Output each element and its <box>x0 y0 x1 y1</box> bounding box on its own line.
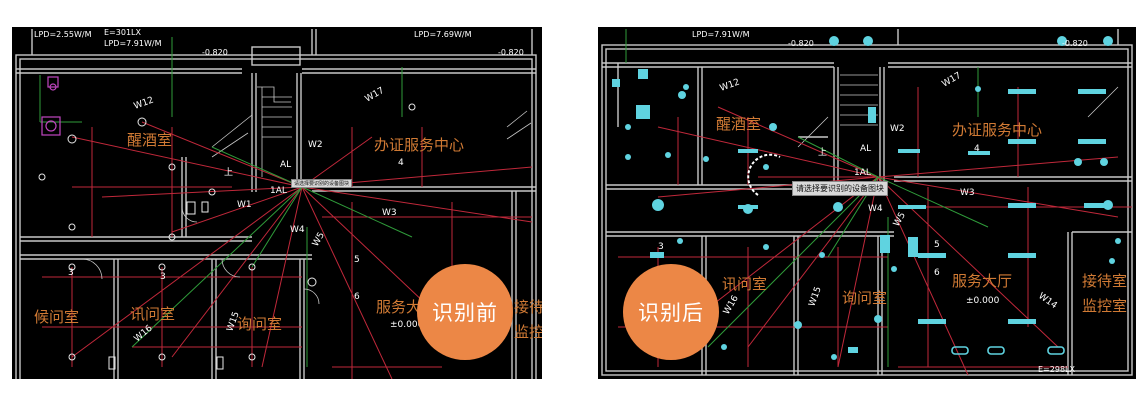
stairs <box>211 86 532 177</box>
panel-label: 1AL <box>854 168 871 178</box>
before-floorplan: LPD=2.55W/M E=301LX LPD=7.91W/M LPD=7.69… <box>15 28 542 379</box>
count-5: 5 <box>934 240 940 250</box>
circuit-w2: W2 <box>890 124 905 134</box>
room-service-hall: 服务大 <box>376 298 421 316</box>
lpd-mid-label: LPD=7.91W/M <box>104 39 162 48</box>
room-service-center: 办证服务中心 <box>952 121 1042 139</box>
circuit-w14: W14 <box>1036 291 1059 311</box>
count-5: 5 <box>354 255 360 265</box>
circuit-w5: W5 <box>311 231 327 249</box>
lux-label: E=298LX <box>1038 365 1075 374</box>
after-floorplan: LPD=7.91W/M -0.820 -0.820 醒酒室 办证服务中心 讯问室… <box>601 29 1133 376</box>
circuit-w4: W4 <box>868 204 883 214</box>
room-interrogation-2: 询问室 <box>237 315 282 333</box>
elevation-label: ±0.000 <box>390 320 424 330</box>
room-interrogation-2: 询问室 <box>842 289 887 307</box>
room-waiting: 候问室 <box>34 308 79 326</box>
room-service-center: 办证服务中心 <box>374 136 464 154</box>
toilet-fixtures <box>41 76 61 136</box>
lpd-right-label: LPD=7.69W/M <box>414 30 472 39</box>
circuit-w3: W3 <box>960 188 975 198</box>
recognized-devices <box>612 36 1121 360</box>
room-reception: 接待 <box>514 298 542 316</box>
lux-label: E=301LX <box>104 28 141 37</box>
count-3b: 3 <box>160 272 166 282</box>
doors <box>81 206 320 305</box>
lpd-left-label: LPD=2.55W/M <box>34 30 92 39</box>
room-sober: 醒酒室 <box>716 115 761 133</box>
circuit-w17: W17 <box>364 86 387 105</box>
panel-label-short: AL <box>860 144 871 154</box>
circuit-w1: W1 <box>237 200 252 210</box>
level-label-2: -0.820 <box>498 48 524 57</box>
selection-arc <box>747 153 781 196</box>
circuit-w12: W12 <box>719 77 742 93</box>
green-wires <box>39 37 413 367</box>
circuit-w12: W12 <box>133 95 156 111</box>
level-label-2: -0.820 <box>1062 39 1088 48</box>
walls <box>15 29 537 379</box>
panel-label: 1AL <box>270 186 287 196</box>
circuit-w2: W2 <box>308 140 323 150</box>
circuit-w3: W3 <box>382 208 397 218</box>
panel-label-short: AL <box>280 160 291 170</box>
count-3: 3 <box>658 242 664 252</box>
recognized-fixtures <box>951 346 1065 355</box>
count-4: 4 <box>398 158 404 168</box>
room-sober: 醒酒室 <box>127 131 172 149</box>
circuit-w4: W4 <box>290 225 305 235</box>
level-label-1: -0.820 <box>202 48 228 57</box>
circuit-w15: W15 <box>807 285 823 308</box>
room-reception: 接待室 <box>1082 272 1127 290</box>
count-6: 6 <box>934 268 940 278</box>
elevation-label: ±0.000 <box>966 296 1000 306</box>
stairs <box>797 74 1119 148</box>
before-tooltip: 请选择要识别的设备图块 <box>291 179 353 188</box>
count-6: 6 <box>354 292 360 302</box>
room-monitor: 监控 <box>514 323 542 341</box>
room-interrogation-1: 讯问室 <box>722 275 767 293</box>
circuit-w16: W16 <box>722 294 741 317</box>
circuit-w17: W17 <box>941 71 964 90</box>
room-monitor: 监控室 <box>1082 297 1127 315</box>
device-symbols <box>38 103 416 370</box>
before-badge: 识别前 <box>417 264 513 360</box>
room-interrogation-1: 讯问室 <box>130 305 175 323</box>
before-drawing-panel: LPD=2.55W/M E=301LX LPD=7.91W/M LPD=7.69… <box>12 27 542 379</box>
count-4: 4 <box>974 144 980 154</box>
level-label-1: -0.820 <box>788 39 814 48</box>
count-3a: 3 <box>68 268 74 278</box>
stair-up-label: 上 <box>818 147 827 158</box>
stair-up-label: 上 <box>224 167 233 178</box>
after-badge: 识别后 <box>623 264 719 360</box>
lpd-mid-label: LPD=7.91W/M <box>692 30 750 39</box>
room-service-hall: 服务大厅 <box>952 272 1012 290</box>
after-tooltip: 请选择要识别的设备图块 <box>792 181 888 196</box>
